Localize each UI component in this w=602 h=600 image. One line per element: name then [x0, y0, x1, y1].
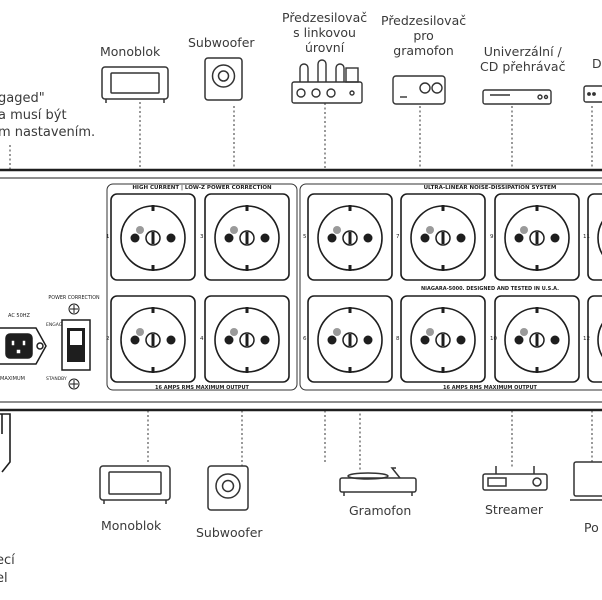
note-line: m nastavením. — [0, 125, 96, 140]
outlet: 7 — [396, 193, 486, 281]
power-switch[interactable] — [61, 319, 91, 371]
outlet: 9 — [490, 193, 580, 281]
group-right-title: ULTRA-LINEAR NOISE-DISSIPATION SYSTEM — [424, 185, 557, 191]
power-conditioner-panel: HIGH CURRENT | LOW-Z POWER CORRECTION UL… — [0, 168, 602, 412]
label-line: Předzesilovač — [282, 10, 368, 25]
note-line: ecí — [0, 553, 15, 568]
outlet-number: 7 — [396, 234, 400, 240]
label-monoblok-top: Monoblok — [100, 44, 161, 59]
outlet-number: 12 — [583, 336, 590, 342]
outlet: 10 — [490, 295, 580, 383]
outlet: 3 — [200, 193, 290, 281]
tube-preamp-icon — [291, 59, 363, 104]
label-line: Univerzální / — [483, 44, 562, 59]
group-left-title: HIGH CURRENT | LOW-Z POWER CORRECTION — [132, 185, 272, 191]
outlet: 8 — [396, 295, 486, 383]
max-output-left: 16 AMPS RMS MAXIMUM OUTPUT — [155, 385, 249, 391]
standby-label: STANDBY — [46, 376, 67, 382]
phono-preamp-icon — [392, 75, 446, 105]
label-cd-player: Univerzální / CD přehrávač — [480, 44, 565, 74]
outlet-number: 11 — [583, 234, 590, 240]
label-cut-top-right: D — [592, 56, 602, 71]
power-cable-icon — [0, 413, 11, 473]
power-correction-label: POWER CORRECTION — [48, 295, 100, 301]
note-line: gaged" — [0, 91, 45, 106]
outlet: 12 — [583, 295, 602, 383]
outlet-number: 9 — [490, 234, 494, 240]
streamer-icon — [482, 466, 548, 491]
label-line: pro — [413, 28, 434, 43]
label-preamp-phono: Předzesilovač pro gramofon — [381, 13, 466, 58]
label-preamp-line: Předzesilovač s linkovou úrovní — [282, 10, 367, 55]
brand-line: NIAGARA-5000. DESIGNED AND TESTED IN U.S… — [421, 286, 559, 292]
note-left: gaged" a musí být m nastavením. — [0, 90, 95, 141]
label-line: gramofon — [393, 43, 454, 58]
device-icon — [583, 85, 602, 103]
outlet: 6 — [303, 295, 393, 383]
outlet: 11 — [583, 193, 602, 281]
outlet-number: 6 — [303, 336, 307, 342]
maximum-label: MAXIMUM — [0, 376, 25, 382]
label-streamer: Streamer — [485, 502, 544, 517]
amplifier-icon — [99, 465, 171, 504]
outlet: 5 — [303, 193, 393, 281]
outlet: 1 — [106, 193, 196, 281]
outlet: 4 — [200, 295, 290, 383]
outlet-number: 5 — [303, 234, 307, 240]
turntable-icon — [339, 467, 417, 496]
label-gramofon: Gramofon — [349, 503, 412, 518]
label-cut-bottom-right: Po — [584, 520, 599, 535]
engaged-label: ENGAGED — [46, 322, 69, 328]
note-line: el — [0, 571, 8, 586]
label-line: úrovní — [304, 40, 345, 55]
note-line: a musí být — [0, 108, 67, 123]
laptop-icon — [570, 461, 602, 501]
outlet-number: 2 — [106, 336, 110, 342]
label-line: s linkovou — [293, 25, 356, 40]
outlet-number: 1 — [106, 234, 110, 240]
outlet-number: 10 — [490, 336, 497, 342]
ac-rating-label: AC 50HZ — [8, 313, 31, 319]
outlet: 2 — [106, 295, 196, 383]
subwoofer-icon — [204, 57, 243, 101]
label-line: Předzesilovač — [381, 13, 467, 28]
label-subwoofer-bottom: Subwoofer — [196, 525, 263, 540]
label-monoblok-bottom: Monoblok — [101, 518, 162, 533]
outlet-number: 4 — [200, 336, 204, 342]
iec-inlet-icon — [0, 327, 47, 365]
max-output-right: 16 AMPS RMS MAXIMUM OUTPUT — [443, 385, 537, 391]
label-line: CD přehrávač — [480, 59, 566, 74]
amplifier-icon — [101, 66, 169, 103]
bottom-left-cut: ecí el — [0, 552, 15, 588]
outlet-number: 8 — [396, 336, 400, 342]
cd-player-icon — [482, 89, 552, 105]
outlet-number: 3 — [200, 234, 204, 240]
label-subwoofer-top: Subwoofer — [188, 35, 255, 50]
screw-icon — [68, 378, 80, 390]
subwoofer-icon — [207, 465, 249, 511]
screw-icon — [68, 303, 80, 315]
